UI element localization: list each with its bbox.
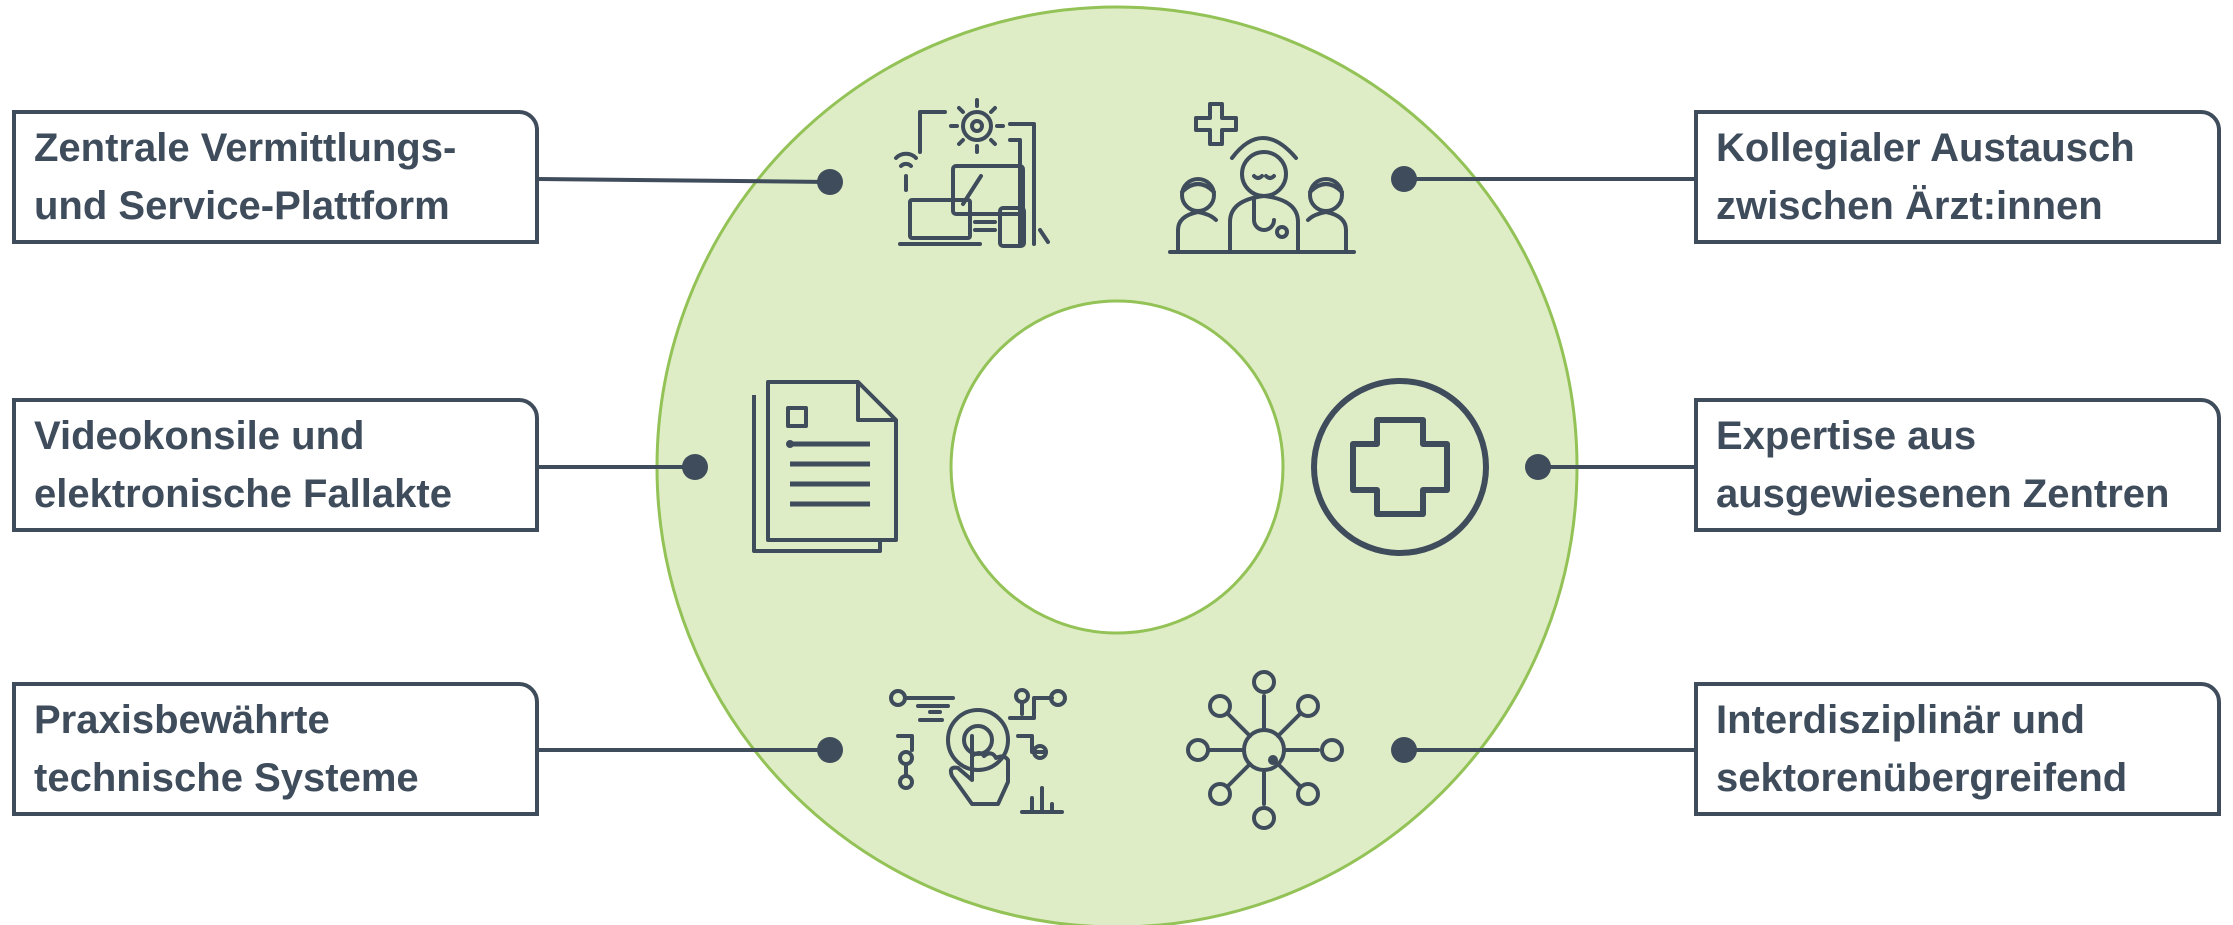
label-text: Zentrale Vermittlungs- und Service-Platt… — [34, 126, 457, 228]
label-text: Expertise aus ausgewiesenen Zentren — [1716, 414, 2170, 516]
label-text: Praxisbewährte technische Systeme — [34, 698, 419, 800]
connector-dot-right-2 — [1525, 454, 1551, 480]
ring-hole — [949, 299, 1285, 635]
document-icon — [752, 380, 898, 553]
touch-circuit-icon — [889, 688, 1067, 814]
label-box-expertise: Expertise aus ausgewiesenen Zentren — [1694, 398, 2221, 532]
label-box-praxisbewaehrte-systeme: Praxisbewährte technische Systeme — [12, 682, 539, 816]
label-box-kollegialer-austausch: Kollegialer Austausch zwischen Ärzt:inne… — [1694, 110, 2221, 244]
connectors — [537, 166, 1696, 763]
connector-dot-right-3 — [1391, 737, 1417, 763]
connector-dot-left-3 — [817, 737, 843, 763]
label-box-zentrale-plattform: Zentrale Vermittlungs- und Service-Platt… — [12, 110, 539, 244]
label-text: Kollegialer Austausch zwischen Ärzt:inne… — [1716, 126, 2135, 228]
label-box-interdisziplinaer: Interdisziplinär und sektorenübergreifen… — [1694, 682, 2221, 816]
connector-dot-right-1 — [1391, 166, 1417, 192]
medical-cross-icon — [1311, 378, 1489, 556]
label-text: Videokonsile und elektronische Fallakte — [34, 414, 452, 516]
connector-dot-left-2 — [682, 454, 708, 480]
devices-gear-icon — [894, 98, 1050, 248]
connector-dot-left-1 — [817, 169, 843, 195]
doctors-team-icon — [1168, 102, 1356, 254]
connector-left-1 — [537, 177, 831, 184]
label-box-videokonsile: Videokonsile und elektronische Fallakte — [12, 398, 539, 532]
network-hub-icon — [1186, 670, 1344, 830]
label-text: Interdisziplinär und sektorenübergreifen… — [1716, 698, 2128, 800]
